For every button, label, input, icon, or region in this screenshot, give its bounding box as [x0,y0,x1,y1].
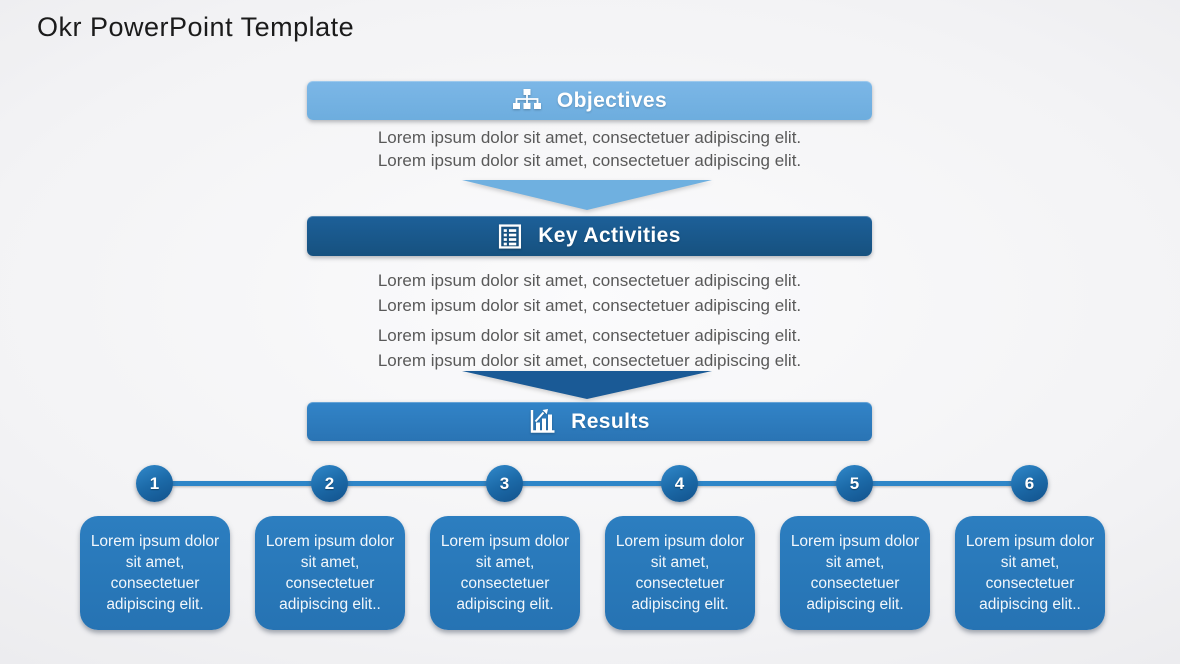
step-box-1: Lorem ipsum dolor sit amet, consectetuer… [80,516,230,630]
step-number: 2 [324,473,335,493]
step-circle-3: 3 [486,465,523,502]
step-text: Lorem ipsum dolor sit amet, consectetuer… [90,533,220,613]
objectives-desc-line: Lorem ipsum dolor sit amet, consectetuer… [377,128,802,147]
step-circle-2: 2 [311,465,348,502]
step-box-6: Lorem ipsum dolor sit amet, consectetuer… [955,516,1105,630]
key-activities-label: Key Activities [538,224,681,247]
key-activities-banner: Key Activities [307,216,872,256]
timeline-connector [155,481,1031,486]
step-number: 6 [1024,473,1035,493]
step-box-3: Lorem ipsum dolor sit amet, consectetuer… [430,516,580,630]
objectives-desc-line: Lorem ipsum dolor sit amet, consectetuer… [377,150,802,170]
objectives-label: Objectives [556,88,668,112]
key-activities-desc-line: Lorem ipsum dolor sit amet, consectetuer… [377,296,802,315]
down-arrow-icon [462,371,712,399]
step-box-4: Lorem ipsum dolor sit amet, consectetuer… [605,516,755,630]
key-activities-desc-line: Lorem ipsum dolor sit amet, consectetuer… [377,271,802,290]
bar-chart-icon [529,409,556,434]
step-text: Lorem ipsum dolor sit amet, consectetuer… [790,533,920,613]
list-icon [498,223,523,249]
key-activities-desc-line: Lorem ipsum dolor sit amet, consectetuer… [377,326,802,345]
step-circle-5: 5 [836,465,873,502]
step-box-5: Lorem ipsum dolor sit amet, consectetuer… [780,516,930,630]
objectives-description: Lorem ipsum dolor sit amet, consectetuer… [247,127,932,172]
step-text: Lorem ipsum dolor sit amet, consectetuer… [615,533,745,613]
down-arrow-icon [462,180,712,210]
step-circle-6: 6 [1011,465,1048,502]
step-number: 5 [849,473,860,493]
page-title: Okr PowerPoint Template [37,12,355,42]
step-text: Lorem ipsum dolor sit amet, consectetuer… [440,533,570,613]
step-number: 4 [674,473,685,493]
step-circle-1: 1 [136,465,173,502]
step-number: 1 [149,473,160,493]
step-number: 3 [499,473,510,493]
step-circle-4: 4 [661,465,698,502]
org-chart-icon [512,88,542,113]
results-banner: Results [307,402,872,441]
step-text: Lorem ipsum dolor sit amet, consectetuer… [965,533,1095,613]
results-label: Results [571,409,650,433]
key-activities-description: Lorem ipsum dolor sit amet, consectetuer… [247,268,932,373]
key-activities-desc-line: Lorem ipsum dolor sit amet, consectetuer… [377,351,802,370]
objectives-banner: Objectives [307,81,872,120]
step-box-2: Lorem ipsum dolor sit amet, consectetuer… [255,516,405,630]
step-text: Lorem ipsum dolor sit amet, consectetuer… [265,533,395,613]
